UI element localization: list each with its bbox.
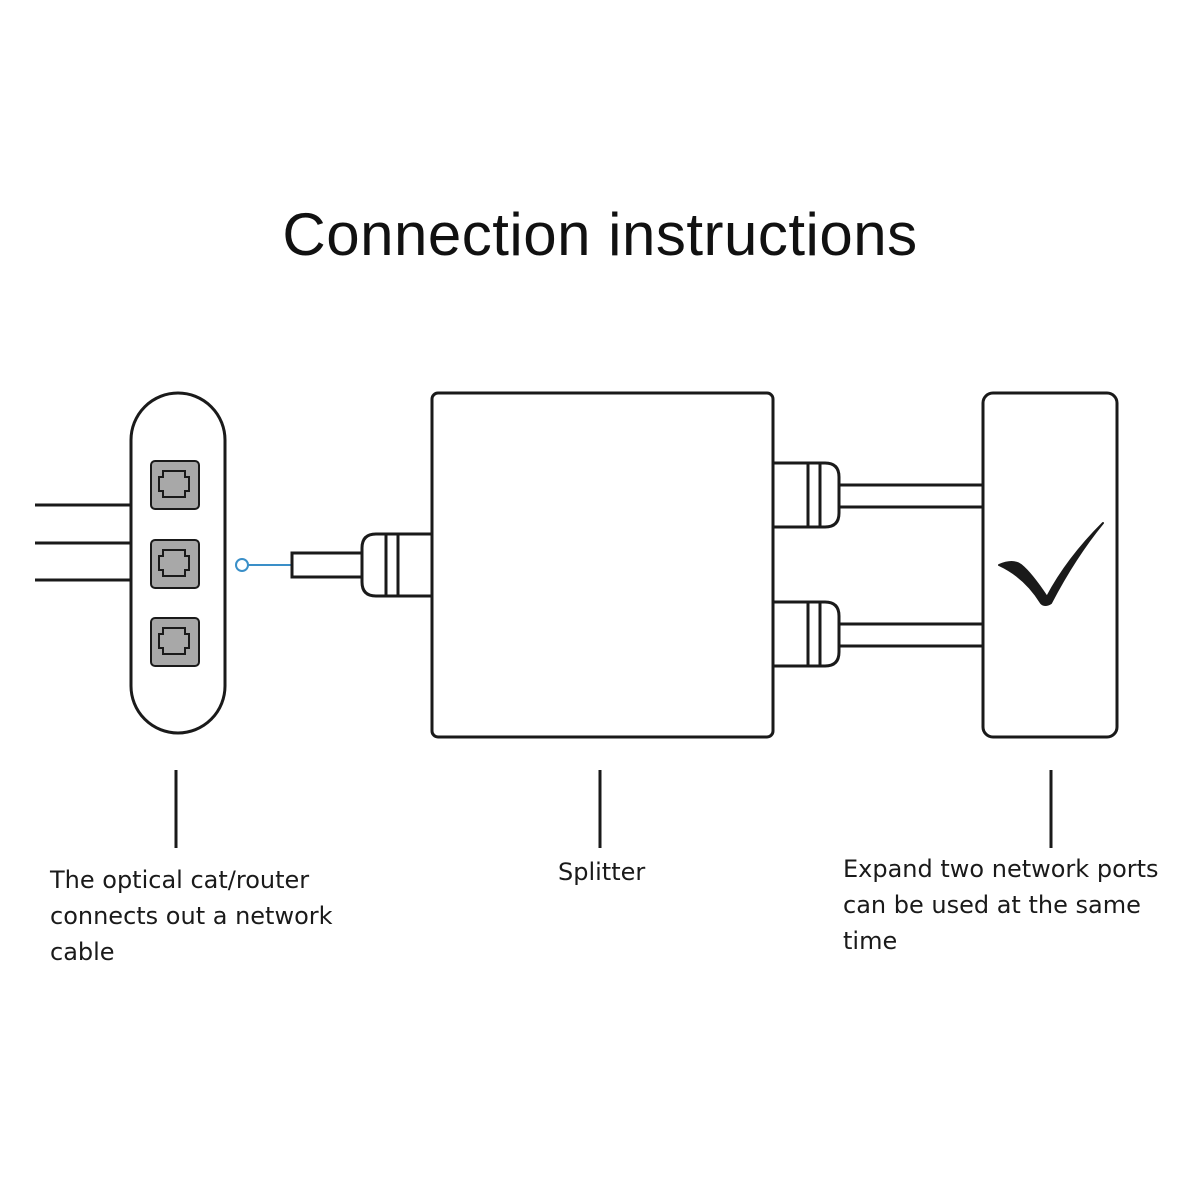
output-device [981,391,1119,739]
router-device [35,391,227,735]
output-plug [771,461,983,529]
splitter-device [430,391,775,739]
output-caption: Expand two network ports can be used at … [843,855,1159,955]
ethernet-port-icon [150,460,200,510]
ethernet-port-icon [150,539,200,589]
checkmark-icon [998,522,1104,606]
output-plug [771,600,983,668]
input-plug [290,532,434,598]
router-caption: The optical cat/router connects out a ne… [50,866,333,966]
ethernet-port-icon [150,617,200,667]
page-title: Connection instructions [282,201,918,268]
splitter-caption: Splitter [558,858,646,886]
connection-indicator-icon [235,558,292,572]
